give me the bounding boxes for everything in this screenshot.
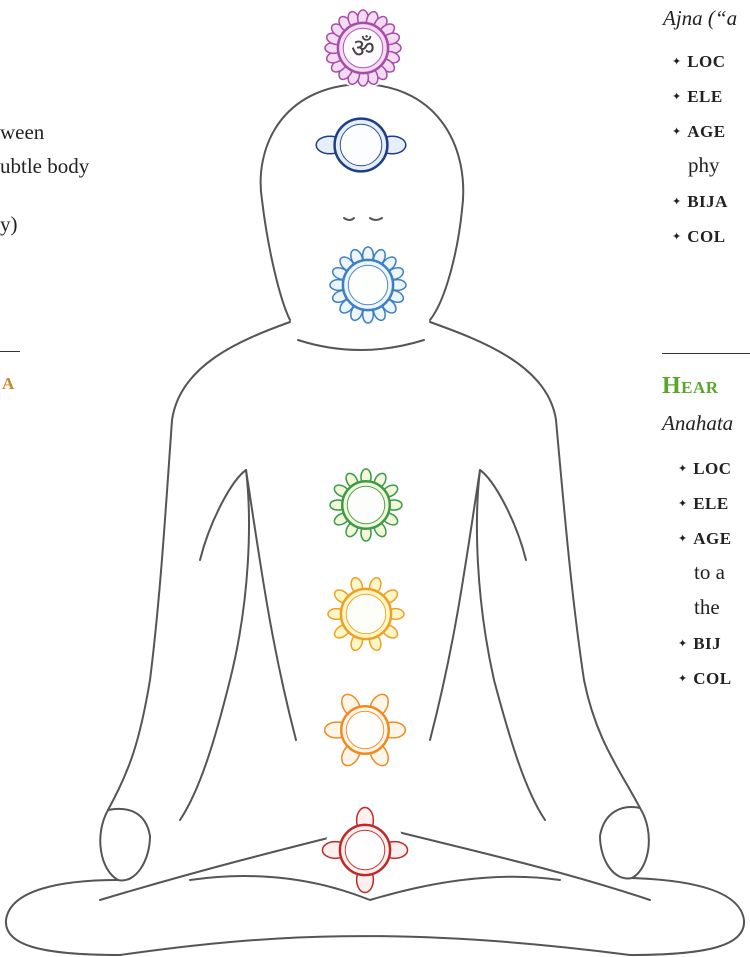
left-eye-line <box>344 218 354 220</box>
chakra-heart-icon <box>328 467 404 543</box>
om-symbol-icon: ॐ <box>351 34 375 64</box>
right-torso <box>430 470 480 740</box>
chakra-crown-icon: ॐ <box>323 8 403 88</box>
right-hand <box>600 807 649 878</box>
left-torso <box>246 470 296 740</box>
left-leg-outer <box>6 880 120 955</box>
right-leg-outer <box>630 878 744 955</box>
chakra-sacral-icon <box>325 691 406 769</box>
right-inner-arm <box>477 470 545 820</box>
leg-fold-left <box>100 830 360 900</box>
leg-fold-right <box>390 830 650 900</box>
lap-line <box>120 936 630 955</box>
chakra-root-icon <box>322 807 407 892</box>
left-shoulder <box>108 322 290 810</box>
right-shoulder <box>430 322 640 808</box>
collar-line <box>298 340 424 350</box>
right-eye-line <box>370 218 382 220</box>
chakra-throat-icon <box>328 245 408 325</box>
left-inner-arm <box>180 470 249 820</box>
chakra-third-eye-icon <box>316 103 406 187</box>
chakra-solar-plexus-icon <box>326 574 406 654</box>
left-hand <box>100 809 150 881</box>
